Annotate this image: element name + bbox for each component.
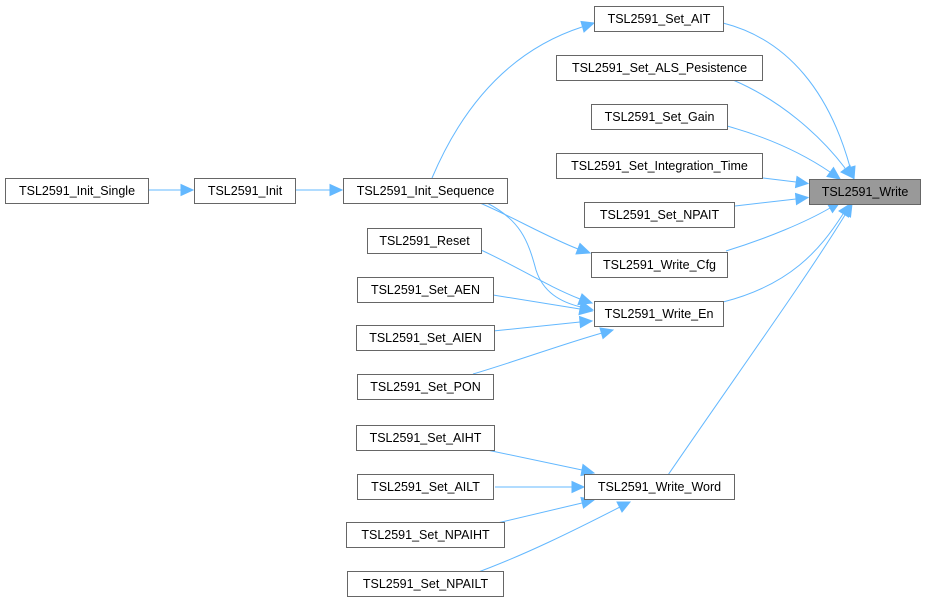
- edge-set-npait-to-write: [734, 192, 810, 207]
- edge-set-als-pesistence-to-write: [732, 79, 854, 179]
- node-tsl2591-set-integration-time[interactable]: TSL2591_Set_Integration_Time: [556, 153, 763, 179]
- node-label: TSL2591_Set_NPAIT: [600, 208, 720, 222]
- node-label: TSL2591_Write_Cfg: [603, 258, 716, 272]
- node-label: TSL2591_Set_Gain: [605, 110, 715, 124]
- node-tsl2591-write[interactable]: TSL2591_Write: [809, 179, 921, 205]
- edge-write-en-to-write: [722, 203, 851, 303]
- node-tsl2591-write-en[interactable]: TSL2591_Write_En: [594, 301, 724, 327]
- node-label: TSL2591_Write: [822, 185, 909, 199]
- edge-set-integration-time-to-write: [762, 175, 810, 189]
- node-label: TSL2591_Write_En: [605, 307, 714, 321]
- edge-init-sequence-to-write-en: [486, 202, 595, 314]
- node-label: TSL2591_Reset: [379, 234, 470, 248]
- node-tsl2591-reset[interactable]: TSL2591_Reset: [367, 228, 482, 254]
- edge-set-npailt-to-write-word: [472, 501, 632, 575]
- edge-set-pon-to-write-en: [472, 327, 615, 375]
- node-label: TSL2591_Init: [208, 184, 283, 198]
- node-label: TSL2591_Set_AIHT: [370, 431, 482, 445]
- edge-set-ailt-to-write-word: [495, 480, 586, 494]
- edge-init-single-to-init: [148, 183, 195, 197]
- edge-reset-to-write-en: [480, 249, 594, 306]
- node-tsl2591-set-aien[interactable]: TSL2591_Set_AIEN: [356, 325, 495, 351]
- edge-set-aiht-to-write-word: [486, 449, 596, 477]
- edge-init-sequence-to-write-cfg: [479, 202, 592, 255]
- node-label: TSL2591_Set_ALS_Pesistence: [572, 61, 747, 75]
- node-tsl2591-set-pon[interactable]: TSL2591_Set_PON: [357, 374, 494, 400]
- node-tsl2591-set-als-pesistence[interactable]: TSL2591_Set_ALS_Pesistence: [556, 55, 763, 81]
- node-tsl2591-init[interactable]: TSL2591_Init: [194, 178, 296, 204]
- edge-init-to-init-sequence: [295, 183, 344, 197]
- edge-set-gain-to-write: [726, 125, 841, 180]
- node-label: TSL2591_Write_Word: [598, 480, 721, 494]
- node-label: TSL2591_Set_NPAIHT: [361, 528, 490, 542]
- node-tsl2591-set-npait[interactable]: TSL2591_Set_NPAIT: [584, 202, 735, 228]
- node-label: TSL2591_Init_Sequence: [357, 184, 495, 198]
- node-tsl2591-init-sequence[interactable]: TSL2591_Init_Sequence: [343, 178, 508, 204]
- node-label: TSL2591_Set_AILT: [371, 480, 480, 494]
- node-label: TSL2591_Set_PON: [370, 380, 481, 394]
- node-tsl2591-set-npailt[interactable]: TSL2591_Set_NPAILT: [347, 571, 504, 597]
- edge-write-cfg-to-write: [725, 201, 842, 252]
- node-tsl2591-set-aiht[interactable]: TSL2591_Set_AIHT: [356, 425, 495, 451]
- node-label: TSL2591_Init_Single: [19, 184, 135, 198]
- node-tsl2591-set-ait[interactable]: TSL2591_Set_AIT: [594, 6, 724, 32]
- node-tsl2591-init-single[interactable]: TSL2591_Init_Single: [5, 178, 149, 204]
- node-tsl2591-set-aen[interactable]: TSL2591_Set_AEN: [357, 277, 494, 303]
- node-tsl2591-set-gain[interactable]: TSL2591_Set_Gain: [591, 104, 728, 130]
- edge-set-npaiht-to-write-word: [492, 496, 596, 525]
- edge-set-aen-to-write-en: [492, 294, 594, 316]
- node-tsl2591-write-cfg[interactable]: TSL2591_Write_Cfg: [591, 252, 728, 278]
- node-tsl2591-set-npaiht[interactable]: TSL2591_Set_NPAIHT: [346, 522, 505, 548]
- node-label: TSL2591_Set_Integration_Time: [571, 159, 748, 173]
- node-label: TSL2591_Set_NPAILT: [363, 577, 489, 591]
- node-tsl2591-set-ailt[interactable]: TSL2591_Set_AILT: [357, 474, 494, 500]
- node-label: TSL2591_Set_AIT: [608, 12, 711, 26]
- node-label: TSL2591_Set_AIEN: [369, 331, 482, 345]
- node-tsl2591-write-word[interactable]: TSL2591_Write_Word: [584, 474, 735, 500]
- edge-set-aien-to-write-en: [492, 315, 594, 332]
- node-label: TSL2591_Set_AEN: [371, 283, 480, 297]
- edge-write-word-to-write: [667, 202, 853, 476]
- edge-init-sequence-to-set-ait: [431, 20, 596, 179]
